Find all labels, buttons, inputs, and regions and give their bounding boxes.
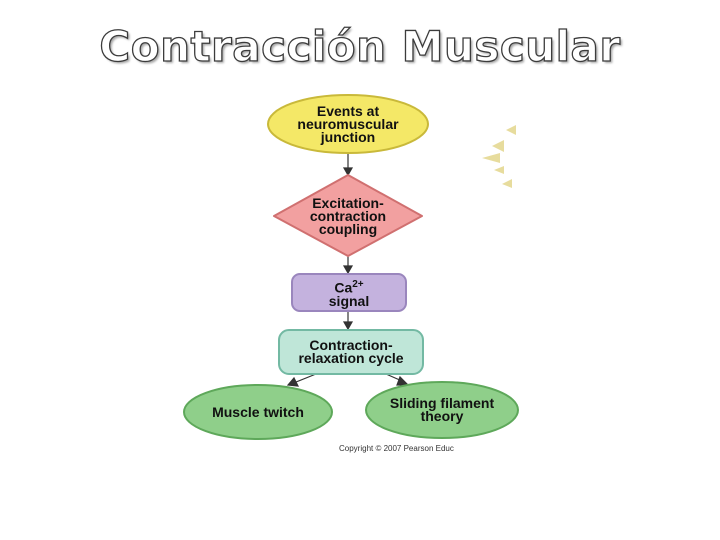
- arrowhead-3: [342, 321, 354, 331]
- twitch-node-shape: [183, 384, 333, 440]
- cycle-node-label: Contraction-relaxation cycle: [298, 337, 404, 366]
- excitation-node-label: Excitation-contraction coupling: [309, 194, 387, 237]
- arrowhead-1: [342, 167, 354, 177]
- page-title: Contracción Muscular: [99, 21, 621, 71]
- calcium-signal-text: signal: [328, 292, 370, 309]
- calcium-node-shape: [291, 273, 407, 312]
- calcium-node-label: Ca2+ signal: [296, 276, 402, 310]
- sliding-node-shape: [365, 381, 519, 439]
- copyright-text: Copyright © 2007 Pearson Educ: [339, 444, 454, 453]
- cycle-node-shape: [278, 329, 424, 375]
- calcium-charge-text: 2+: [352, 279, 364, 291]
- flowchart: Events at neuromuscular junction Excitat…: [176, 90, 522, 460]
- twitch-node-label: Muscle twitch: [212, 403, 304, 420]
- arrowhead-2: [342, 265, 354, 275]
- decorative-arrows-icon: [482, 125, 516, 188]
- events-node-shape: [267, 94, 429, 154]
- events-node-label: Events at neuromuscular junction: [297, 102, 399, 145]
- arrowhead-5: [396, 375, 410, 386]
- sliding-node-label: Sliding filament theory: [389, 395, 495, 424]
- flowchart-shapes: [183, 94, 519, 440]
- arrow-cycle-to-twitch: [295, 373, 317, 383]
- excitation-node-shape: [273, 174, 423, 257]
- calcium-ion-text: Ca: [334, 279, 353, 296]
- arrowhead-4: [286, 376, 300, 387]
